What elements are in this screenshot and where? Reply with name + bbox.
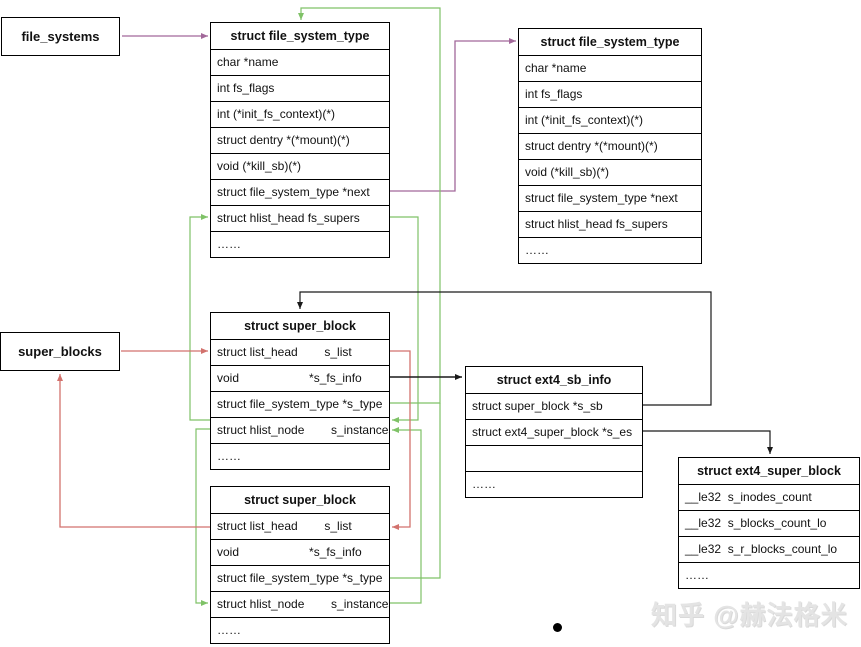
line-sb2-stype-join [390, 403, 441, 579]
table-row: char *name [211, 49, 389, 75]
table-row: int (*init_fs_context)(*) [211, 101, 389, 127]
super-blocks-box: super_blocks [0, 332, 120, 371]
table-row: struct hlist_head fs_supers [211, 205, 389, 231]
table-row: struct file_system_type *s_type [211, 565, 389, 591]
table-row: void *s_fs_info [211, 365, 389, 391]
table-title: struct super_block [244, 493, 356, 507]
super-blocks-label: super_blocks [18, 344, 102, 359]
table-row: …… [679, 562, 859, 588]
table-row: int fs_flags [211, 75, 389, 101]
table-row: __le32 s_r_blocks_count_lo [679, 536, 859, 562]
table-title: struct ext4_super_block [697, 464, 841, 478]
table-row: struct file_system_type *next [211, 179, 389, 205]
arrow-fst1-next-to-fst2 [390, 38, 516, 192]
table-row: __le32 s_inodes_count [679, 484, 859, 510]
table-row: struct list_head s_list [211, 513, 389, 539]
arrow-ext4-ses-to-ext4-super-block-top [643, 430, 773, 454]
table-row: struct file_system_type *next [519, 185, 701, 211]
table-row: void (*kill_sb)(*) [211, 153, 389, 179]
table-row: struct dentry *(*mount)(*) [519, 133, 701, 159]
file-systems-label: file_systems [21, 29, 100, 44]
table-title: struct super_block [244, 319, 356, 333]
list-end-dot [553, 623, 562, 632]
table-row: struct ext4_super_block *s_es [466, 419, 642, 445]
table-row: …… [211, 443, 389, 469]
arrow-sb1-instances-to-fs-supers [189, 214, 210, 421]
table-row: int (*init_fs_context)(*) [519, 107, 701, 133]
table-title: struct file_system_type [540, 35, 680, 49]
table-row: …… [519, 237, 701, 263]
arrow-sb1-slist-to-sb2-slist [390, 350, 411, 530]
arrow-fs-supers-to-sb1-instances [390, 216, 419, 423]
table-row: struct list_head s_list [211, 339, 389, 365]
table-row: int fs_flags [519, 81, 701, 107]
zhihu-watermark: 知乎 @赫法格米 [651, 600, 848, 630]
table-title: struct file_system_type [230, 29, 370, 43]
table-row: void (*kill_sb)(*) [519, 159, 701, 185]
arrow-sb2-slist-to-super-blocks [57, 374, 210, 528]
table-row: struct dentry *(*mount)(*) [211, 127, 389, 153]
table-row: void *s_fs_info [211, 539, 389, 565]
table-title: struct ext4_sb_info [496, 373, 612, 387]
arrow-sb1-instances-to-sb2-instances [195, 428, 210, 606]
table-row [466, 445, 642, 471]
table-row: struct hlist_head fs_supers [519, 211, 701, 237]
file-systems-box: file_systems [1, 17, 120, 56]
table-row: struct super_block *s_sb [466, 393, 642, 419]
table-row: …… [466, 471, 642, 497]
struct-table-ext4-super-block: struct ext4_super_block __le32 s_inodes_c… [678, 457, 860, 589]
table-row: …… [211, 617, 389, 643]
table-row: struct file_system_type *s_type [211, 391, 389, 417]
table-row: …… [211, 231, 389, 257]
table-row: char *name [519, 55, 701, 81]
table-row: struct hlist_node s_instances [211, 591, 389, 617]
arrow-sb2-instances-to-sb1-instances [390, 427, 422, 604]
table-row: struct hlist_node s_instances [211, 417, 389, 443]
table-row: __le32 s_blocks_count_lo [679, 510, 859, 536]
